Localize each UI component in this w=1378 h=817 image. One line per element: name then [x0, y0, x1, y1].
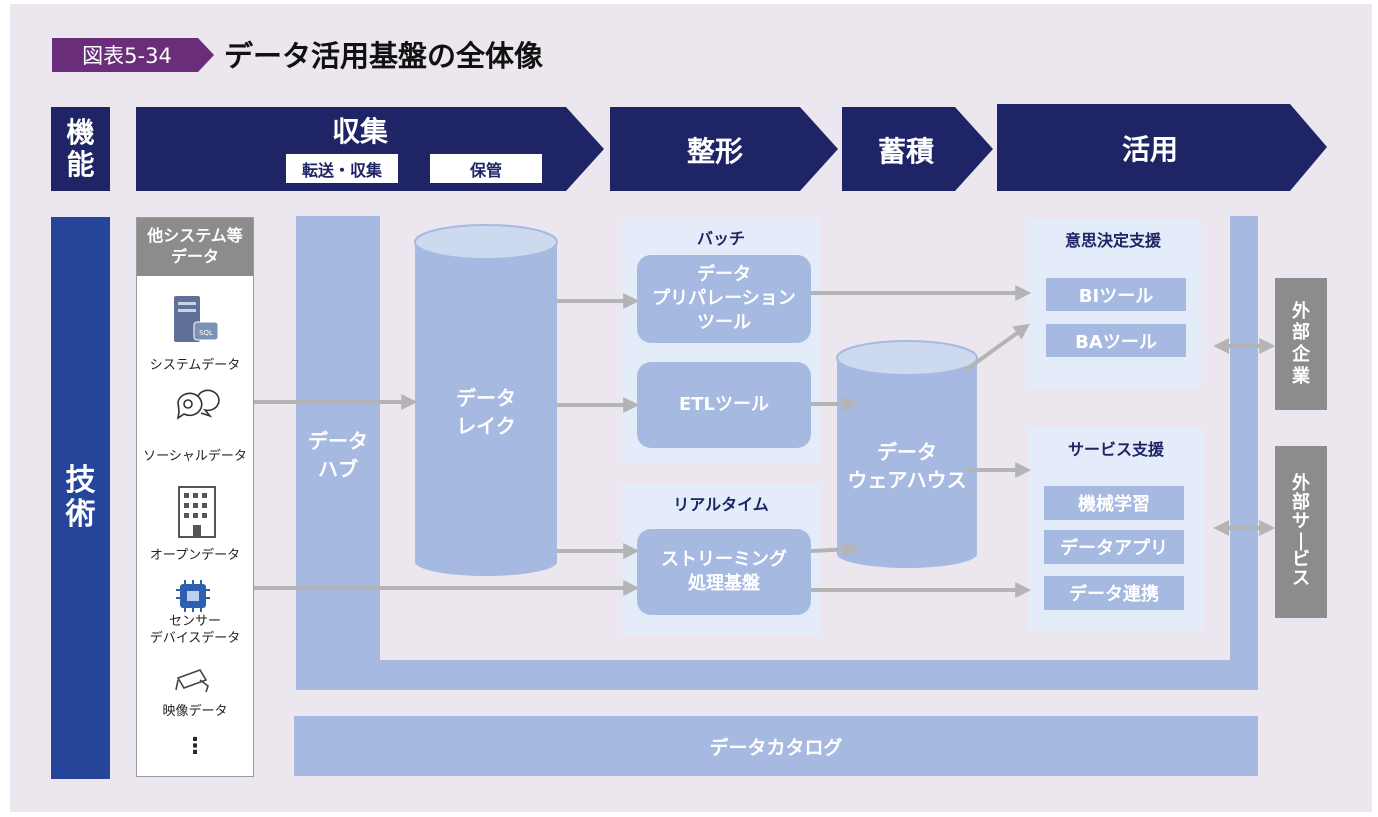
source-video-data: 映像データ	[162, 704, 228, 719]
stage-collect-sub-store: 保管	[430, 154, 542, 183]
stage-collect-sub-transfer: 転送・収集	[286, 154, 398, 183]
stage-shape-chevron	[610, 107, 838, 191]
batch-group-title: バッチ	[696, 229, 745, 248]
stage-store-chevron	[842, 107, 993, 191]
data-hub-left-bar	[296, 216, 380, 690]
streaming-platform: ストリーミング 処理基盤	[637, 529, 811, 615]
external-companies: 外 部 企 業	[1275, 278, 1327, 410]
service-support-title: サービス支援	[1067, 440, 1164, 459]
source-social-data: ソーシャルデータ	[143, 449, 247, 464]
social-chat-icon	[176, 389, 220, 420]
building-icon	[178, 486, 216, 538]
data-hub-label: データ ハブ	[308, 429, 368, 481]
arrow-streaming-to-dwh	[810, 541, 860, 558]
server-icon: SQL	[174, 296, 219, 342]
data-app: データアプリ	[1044, 530, 1184, 564]
source-system-data: システムデータ	[149, 358, 241, 373]
decision-support-title: 意思決定支援	[1064, 231, 1161, 250]
svg-text:SQL: SQL	[199, 329, 213, 337]
stage-use-chevron	[997, 104, 1327, 191]
source-open-data: オープンデータ	[149, 548, 241, 563]
bi-tool: BIツール	[1046, 278, 1186, 311]
page-title: データ活用基盤の全体像	[224, 39, 544, 73]
etl-tool: ETLツール	[637, 362, 811, 448]
data-hub-bottom-bar	[296, 660, 1258, 690]
data-lake-label: データ レイク	[456, 386, 516, 438]
machine-learning: 機械学習	[1044, 486, 1184, 520]
data-integration: データ連携	[1044, 576, 1184, 610]
camera-icon	[175, 669, 209, 693]
stage-shape: 整形	[686, 135, 743, 168]
source-sensor-data: センサー デバイスデータ	[149, 614, 241, 646]
data-lake-cylinder	[414, 224, 558, 576]
data-warehouse-label: データ ウェアハウス	[847, 440, 967, 492]
figure-tag: 図表5-34	[82, 44, 172, 68]
technology-row-label: 技 術	[51, 217, 110, 779]
data-preparation-tool: データ プリパレーション ツール	[637, 255, 811, 343]
arrow-dwh-to-decision	[964, 323, 1030, 372]
data-hub-right-bar	[1230, 216, 1258, 690]
stage-store: 蓄積	[877, 135, 934, 168]
ba-tool: BAツール	[1046, 324, 1186, 357]
realtime-group-title: リアルタイム	[673, 495, 769, 514]
source-more-ellipsis: ⋮	[184, 734, 206, 759]
external-services: 外 部 サ | ビ ス	[1275, 446, 1327, 618]
data-catalog: データカタログ	[294, 716, 1258, 776]
source-header: 他システム等 データ	[137, 218, 253, 276]
stage-use: 活用	[1121, 133, 1178, 166]
data-warehouse-cylinder	[836, 340, 978, 568]
stage-collect: 収集	[331, 115, 388, 148]
sensor-chip-icon	[176, 580, 210, 612]
function-row-label: 機 能	[51, 107, 110, 191]
